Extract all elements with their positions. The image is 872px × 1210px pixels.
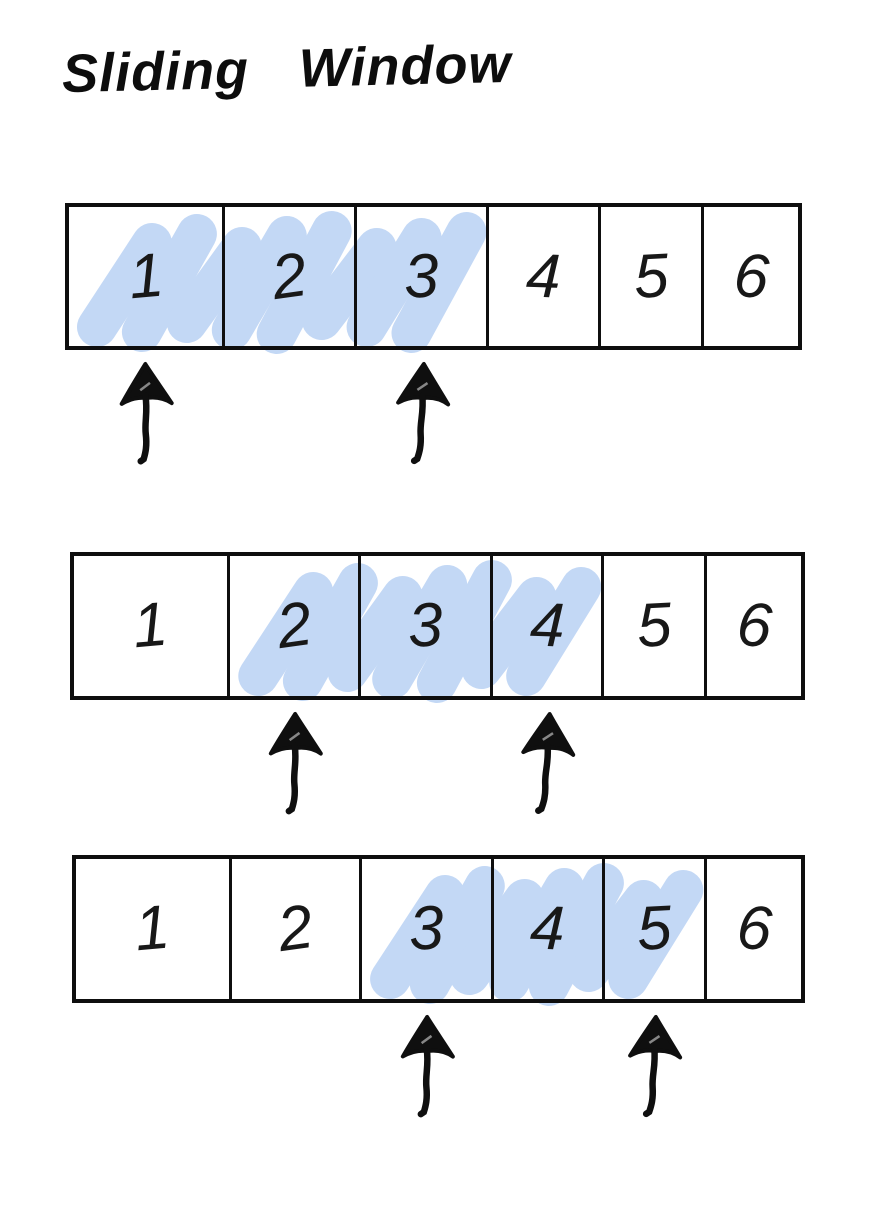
arrow-stem: [534, 742, 551, 814]
array-cell: 1: [76, 859, 232, 999]
highlight-stroke: [121, 214, 217, 352]
cell-value: 3: [406, 590, 444, 661]
array-cell: 4: [494, 859, 605, 999]
cell-value: 1: [132, 892, 173, 965]
highlight-stroke: [372, 565, 468, 699]
cell-value: 2: [267, 239, 312, 313]
array-cell: 6: [707, 556, 801, 696]
highlight-stroke: [346, 218, 442, 347]
cell-grid: 1 2 3 4 5 6: [76, 859, 801, 999]
array-cell: 4: [489, 207, 601, 346]
highlight-stroke: [238, 572, 334, 696]
highlight-stroke: [282, 563, 378, 701]
cell-grid: 1 2 3 4 5 6: [74, 556, 801, 696]
cell-value: 3: [407, 893, 445, 964]
cell-value: 1: [130, 589, 171, 662]
arrow-head-glint: [416, 382, 428, 391]
window-start-arrow: [120, 362, 175, 465]
highlight-stroke: [449, 879, 545, 995]
cell-value: 5: [635, 590, 674, 661]
cell-value: 4: [528, 590, 566, 661]
array-cell: 2: [232, 859, 363, 999]
arrow-stem: [417, 1045, 431, 1118]
highlight-stroke: [489, 868, 585, 1002]
array-cell: 3: [361, 556, 493, 696]
array-cell: 5: [605, 859, 708, 999]
cell-value: 1: [125, 240, 166, 312]
cell-value: 4: [529, 893, 567, 964]
array-cell: 2: [230, 556, 361, 696]
array-row: 1 2 3 4 5 6: [70, 552, 805, 703]
highlight-stroke: [327, 576, 423, 692]
cell-value: 6: [730, 240, 772, 312]
highlight-stroke: [409, 866, 505, 1004]
window-end-arrow: [627, 1015, 682, 1118]
window-end-arrow: [395, 362, 450, 465]
array-cell: 4: [493, 556, 605, 696]
arrow-head-glint: [139, 381, 152, 392]
array-cell: 5: [604, 556, 708, 696]
highlight-stroke: [568, 880, 664, 992]
cell-value: 5: [631, 240, 670, 312]
cell-value: 6: [734, 892, 775, 965]
highlight-stroke: [211, 216, 307, 350]
arrow-head-glint: [648, 1035, 660, 1044]
array-row: 1 2 3 4 5 6: [65, 203, 802, 354]
highlight-scribble: [238, 560, 602, 703]
cell-value: 3: [402, 240, 440, 312]
highlight-scribble: [370, 863, 704, 1006]
arrow-stem: [410, 392, 426, 465]
highlight-stroke: [391, 212, 487, 353]
window-start-arrow: [268, 712, 323, 815]
array-cell: 6: [704, 207, 798, 346]
highlight-stroke: [528, 863, 624, 1006]
arrow-stem: [137, 392, 150, 465]
cell-value: 5: [635, 893, 674, 964]
highlight-stroke: [608, 870, 704, 999]
highlight-stroke: [256, 211, 352, 354]
arrow-head-glint: [541, 732, 554, 741]
cell-value: 2: [273, 891, 318, 966]
highlight-stroke: [301, 228, 397, 340]
array-cell: 1: [69, 207, 226, 346]
arrow-head-glint: [288, 731, 300, 742]
cell-value: 2: [272, 588, 316, 663]
cell-value: 4: [524, 240, 562, 312]
array-cell: 1: [74, 556, 231, 696]
window-end-arrow: [521, 712, 576, 814]
array-cell: 3: [357, 207, 489, 346]
array-cell: 3: [362, 859, 494, 999]
array-cell: 5: [601, 207, 704, 346]
cell-value: 6: [733, 589, 775, 662]
highlight-stroke: [416, 560, 512, 703]
array-cell: 6: [707, 859, 801, 999]
highlight-stroke: [77, 223, 172, 347]
window-start-arrow: [400, 1015, 455, 1118]
arrow-stem: [285, 742, 299, 815]
cell-grid: 1 2 3 4 5 6: [69, 207, 798, 346]
highlight-stroke: [506, 567, 602, 696]
array-row: 1 2 3 4 5 6: [72, 855, 805, 1006]
arrow-stem: [642, 1045, 658, 1118]
highlight-scribble: [77, 211, 487, 354]
array-cell: 2: [225, 207, 357, 346]
highlight-stroke: [166, 227, 262, 343]
highlight-stroke: [370, 875, 466, 999]
arrow-head-glint: [420, 1034, 432, 1045]
